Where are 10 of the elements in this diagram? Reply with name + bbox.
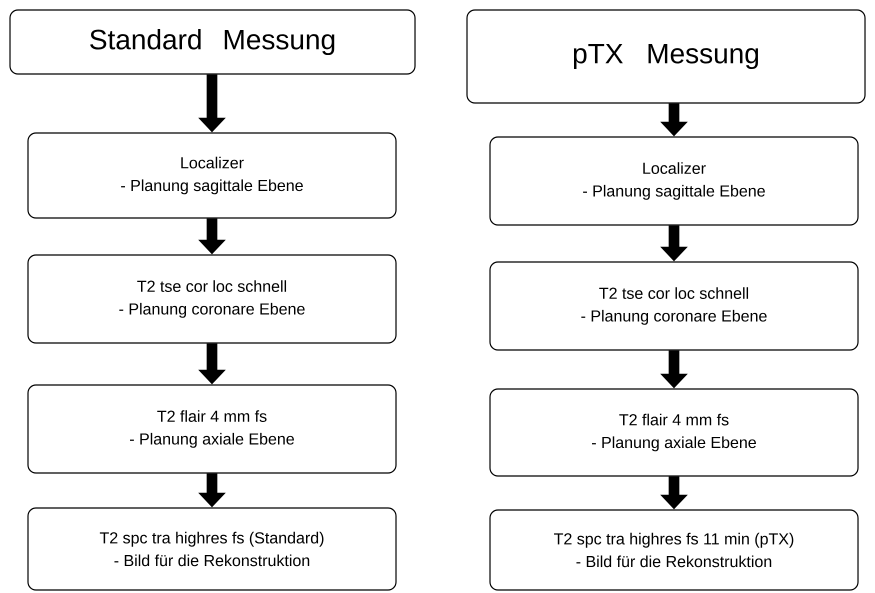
process-box: Localizer - Planung sagittale Ebene xyxy=(27,132,397,219)
process-box: T2 tse cor loc schnell - Planung coronare Ebene xyxy=(27,254,397,344)
process-box: T2 flair 4 mm fs - Planung axiale Ebene xyxy=(489,388,859,477)
process-box: T2 flair 4 mm fs - Planung axiale Ebene xyxy=(27,384,397,474)
title-box: pTX Messung xyxy=(466,9,866,104)
process-box: T2 tse cor loc schnell - Planung coronare Ebene xyxy=(489,261,859,351)
process-box: T2 spc tra highres fs 11 min (pTX) - Bild für die Rekonstruktion xyxy=(489,509,859,591)
process-box: T2 spc tra highres fs (Standard) - Bild für die Rekonstruktion xyxy=(27,507,397,591)
process-box: Localizer - Planung sagittale Ebene xyxy=(489,136,859,226)
title-box: Standard Messung xyxy=(9,9,416,75)
